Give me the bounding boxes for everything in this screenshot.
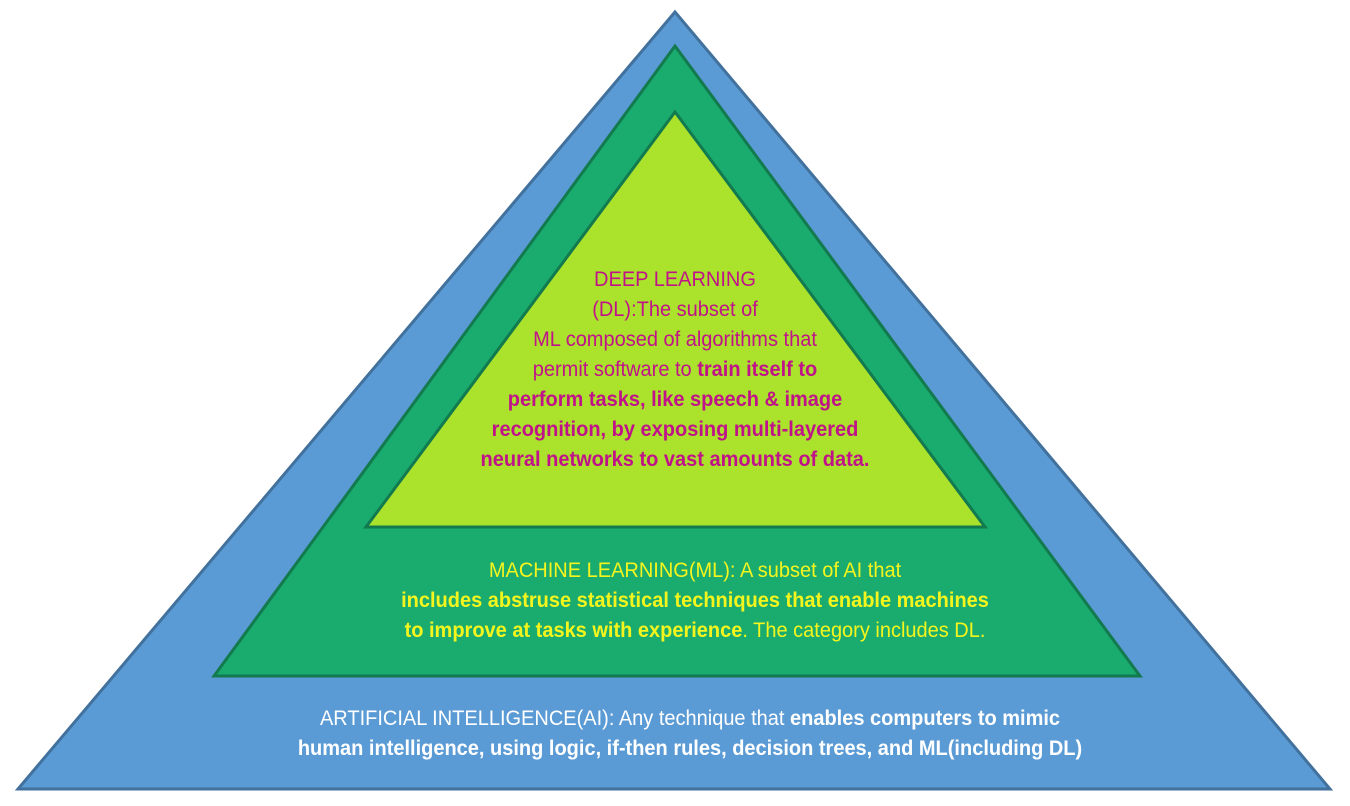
dl-line-6: recognition, by exposing multi-layered bbox=[491, 417, 859, 441]
dl-line-5: perform tasks, like speech & image bbox=[507, 387, 843, 411]
dl-title: DEEP LEARNING bbox=[594, 267, 756, 291]
ml-title: MACHINE LEARNING(ML): A subset of AI tha… bbox=[488, 558, 902, 582]
artificial-intelligence-description: ARTIFICIAL INTELLIGENCE(AI): Any techniq… bbox=[206, 703, 1173, 763]
dl-line-4-plain: permit software to bbox=[532, 357, 698, 381]
ml-line-3-plain: . The category includes DL. bbox=[742, 618, 986, 642]
ai-line-1-plain: ARTIFICIAL INTELLIGENCE(AI): Any techniq… bbox=[319, 706, 791, 730]
ai-line-1-bold: enables computers to mimic bbox=[790, 706, 1061, 730]
ml-line-3: to improve at tasks with experience. The… bbox=[328, 615, 1063, 645]
machine-learning-description: MACHINE LEARNING(ML): A subset of AI tha… bbox=[328, 555, 1063, 645]
dl-line-4-bold: train itself to bbox=[697, 357, 818, 381]
ai-line-2: human intelligence, using logic, if-then… bbox=[297, 736, 1083, 760]
dl-line-2: (DL):The subset of bbox=[592, 297, 758, 321]
ai-line-1: ARTIFICIAL INTELLIGENCE(AI): Any techniq… bbox=[206, 703, 1173, 733]
ml-line-3-bold: to improve at tasks with experience bbox=[404, 618, 743, 642]
deep-learning-description: DEEP LEARNING (DL):The subset of ML comp… bbox=[456, 264, 893, 474]
dl-layer-triangle bbox=[363, 109, 988, 529]
dl-line-3: ML composed of algorithms that bbox=[533, 327, 817, 351]
dl-line-4: permit software to train itself to bbox=[456, 354, 893, 384]
dl-line-7: neural networks to vast amounts of data. bbox=[480, 447, 870, 471]
ml-line-2: includes abstruse statistical techniques… bbox=[401, 588, 989, 612]
